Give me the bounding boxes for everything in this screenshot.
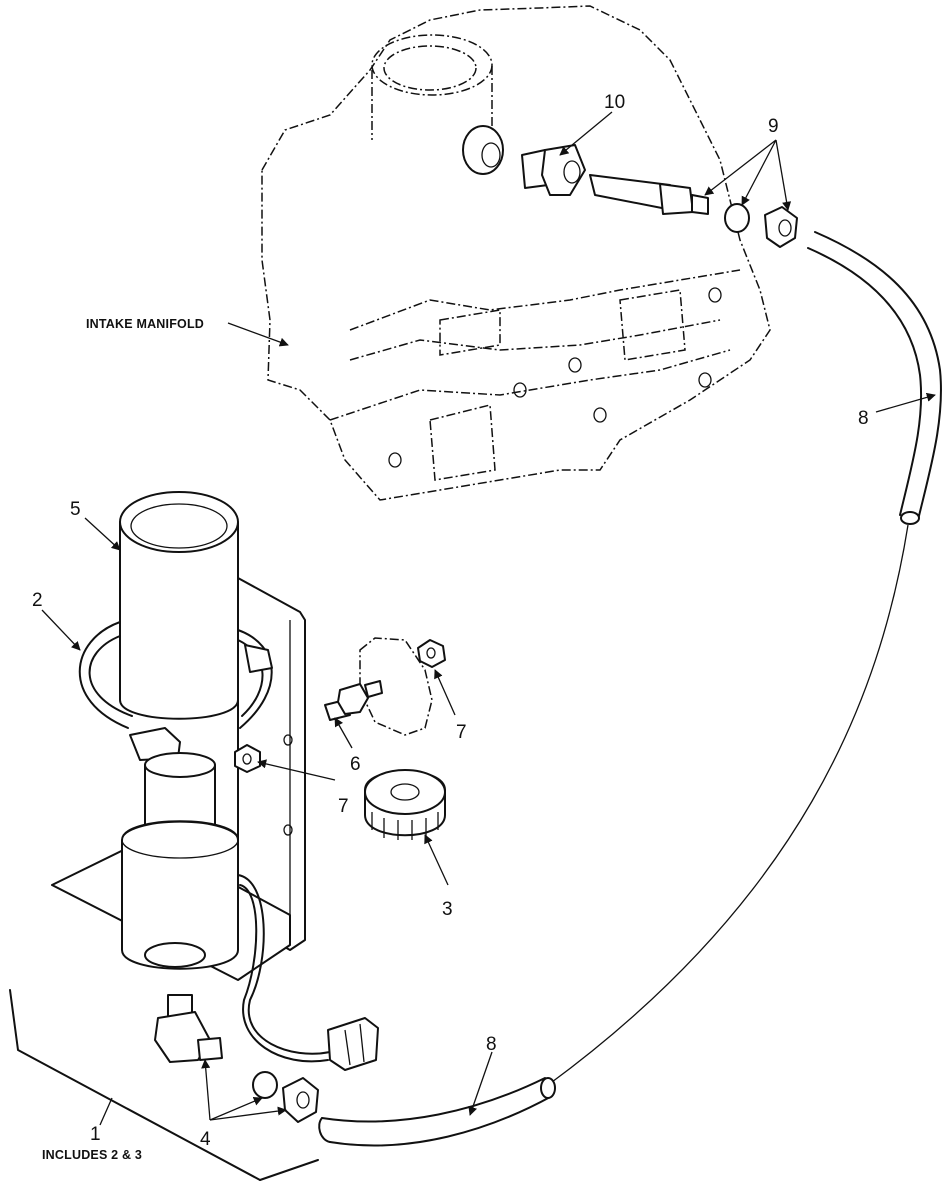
callout-10: 10 [604,92,625,113]
callout-2: 2 [32,590,43,611]
callout-8-lower: 8 [486,1034,497,1055]
callout-1: 1 [90,1124,101,1145]
pump-assembly [51,491,379,1123]
callout-7-lower: 7 [338,796,349,817]
callout-4: 4 [200,1129,211,1150]
hose-lower [318,1077,556,1147]
callout-5: 5 [70,499,81,520]
leader-lines [41,111,936,1126]
callout-9: 9 [768,116,779,137]
stud-and-cap-parts [324,637,446,840]
callout-7-upper: 7 [456,722,467,743]
intake-manifold-drawing [261,5,771,501]
callout-8-upper: 8 [858,408,869,429]
manifold-fitting-parts [462,125,798,248]
callout-3: 3 [442,899,453,920]
callout-6: 6 [350,754,361,775]
hose-upper [547,231,942,1086]
label-includes: INCLUDES 2 & 3 [42,1148,142,1162]
label-intake-manifold: INTAKE MANIFOLD [86,317,204,331]
tank-outline [9,989,319,1181]
